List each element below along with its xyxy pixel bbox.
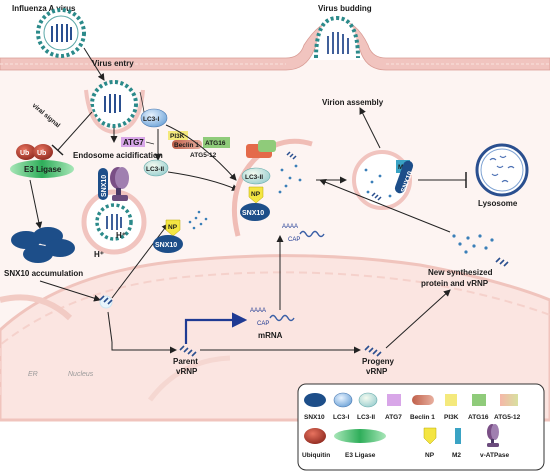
snx10-accumulation-label: SNX10 accumulation — [4, 269, 83, 278]
virus-budding-label: Virus budding — [318, 4, 372, 13]
hplus-outside: H⁺ — [94, 250, 104, 259]
svg-text:LC3-II: LC3-II — [245, 174, 263, 181]
nucleus-region — [0, 254, 550, 422]
svg-text:Ub: Ub — [37, 150, 46, 157]
influenza-virus-particle — [36, 8, 86, 58]
legend-ubiquitin-icon — [304, 428, 326, 444]
svg-text:AAAA: AAAA — [282, 224, 298, 230]
np-snx10-complex: NP SNX10 — [153, 210, 208, 253]
parent-vrnp — [179, 345, 197, 357]
legend-label-10: NP — [425, 452, 435, 459]
legend-lc3ii-icon — [358, 392, 378, 408]
new-synthesized-line1: New synthesized — [428, 268, 493, 277]
legend-label-5: PI3K — [444, 414, 459, 421]
svg-text:PI3K: PI3K — [170, 133, 185, 140]
legend-atg512-icon — [500, 394, 518, 406]
legend-m2-icon — [455, 428, 461, 444]
virus-entry-label: Virus entry — [92, 59, 134, 68]
legend-label-12: v-ATPase — [480, 452, 510, 459]
legend-snx10-icon — [304, 393, 326, 407]
atg7-protein: ATG7 — [121, 137, 145, 147]
released-vrnp — [99, 295, 113, 309]
hplus-inside: H⁺ — [116, 231, 126, 240]
legend-lc3i-icon — [333, 392, 353, 408]
legend-label-9: E3 Ligase — [345, 452, 376, 459]
legend-pi3k-icon — [445, 394, 457, 406]
svg-text:SNX10: SNX10 — [242, 210, 264, 217]
svg-text:Ub: Ub — [20, 150, 29, 157]
endosome-acidification-label: Endosome acidification — [73, 151, 163, 160]
legend-label-8: Ubiquitin — [302, 452, 330, 459]
ubiquitin-2 — [33, 144, 53, 160]
pi3k-beclin-atg16-complex: PI3K Beclin 1 ATG16 ATG5-12 — [168, 131, 230, 159]
snx10-cluster — [11, 227, 75, 263]
legend-label-7: ATG5-12 — [494, 414, 521, 421]
legend-label-11: M2 — [452, 452, 461, 459]
legend-vatpase-icon — [487, 424, 499, 447]
snx10-on-endosome — [98, 168, 108, 200]
svg-text:SNX10: SNX10 — [101, 175, 108, 197]
progeny-vrnp — [364, 345, 382, 357]
legend-atg16-icon — [472, 394, 486, 406]
legend-label-4: Beclin 1 — [410, 414, 435, 421]
svg-text:ATG16: ATG16 — [205, 140, 226, 147]
legend-label-1: LC3-I — [333, 414, 349, 421]
e3-ligase-label: E3 Ligase — [24, 165, 62, 174]
parent-vrnp-label: vRNP — [176, 367, 198, 376]
ubiquitin-1 — [16, 144, 36, 160]
autophagosome-complex: LC3-II NP SNX10 — [231, 138, 313, 237]
svg-text:ATG7: ATG7 — [123, 138, 144, 147]
svg-text:CAP: CAP — [257, 321, 269, 327]
legend-label-2: LC3-II — [357, 414, 375, 421]
lysosome — [475, 143, 529, 197]
virion-assembly-label: Virion assembly — [322, 98, 384, 107]
v-atpase — [110, 167, 129, 201]
svg-text:CAP: CAP — [288, 237, 300, 243]
legend-label-0: SNX10 — [304, 414, 325, 421]
svg-text:NP: NP — [168, 224, 178, 231]
legend-label-6: ATG16 — [468, 414, 489, 421]
svg-text:ATG5-12: ATG5-12 — [190, 152, 217, 159]
nucleus-label: Nucleus — [68, 371, 94, 378]
new-synthesized-line2: protein and vRNP — [421, 279, 489, 288]
progeny-vrnp-label: vRNP — [366, 367, 388, 376]
lc3-i-protein: LC3-I — [140, 108, 168, 128]
svg-text:AAAA: AAAA — [250, 308, 266, 314]
legend-atg7-icon — [387, 394, 401, 406]
lysosome-label: Lysosome — [478, 199, 518, 208]
progeny-label: Progeny — [362, 357, 395, 366]
svg-text:SNX10: SNX10 — [155, 242, 177, 249]
lc3-ii-protein-small: LC3-II — [143, 159, 169, 177]
svg-text:LC3-II: LC3-II — [146, 166, 164, 173]
assembly-vesicle: M2 SNX10 — [352, 150, 415, 210]
e3-ligase — [10, 160, 74, 178]
ubiquitin-e3-complex: Ub Ub E3 Ligase — [10, 144, 74, 178]
legend-beclin-icon — [412, 395, 434, 405]
parent-label: Parent — [173, 357, 198, 366]
er-label: ER — [28, 371, 38, 378]
mrna-label: mRNA — [258, 331, 283, 340]
acidified-endosome: SNX10 H⁺ H⁺ — [81, 167, 147, 259]
legend-np-icon — [423, 427, 437, 445]
legend-label-3: ATG7 — [385, 414, 402, 421]
svg-text:Beclin 1: Beclin 1 — [174, 142, 199, 149]
budding-virion — [314, 15, 360, 59]
new-synthesized-protein-vrnp — [452, 234, 509, 267]
cytoplasmic-mrna: AAAA CAP — [282, 224, 325, 243]
legend-e3-icon — [334, 429, 386, 443]
mrna-transcript: AAAA CAP — [250, 308, 295, 327]
svg-text:LC3-I: LC3-I — [143, 116, 159, 123]
virus-title: Influenza A virus — [12, 4, 76, 13]
svg-text:NP: NP — [251, 191, 261, 198]
legend-box: SNX10 LC3-I LC3-II ATG7 Beclin 1 PI3K AT… — [297, 383, 545, 471]
